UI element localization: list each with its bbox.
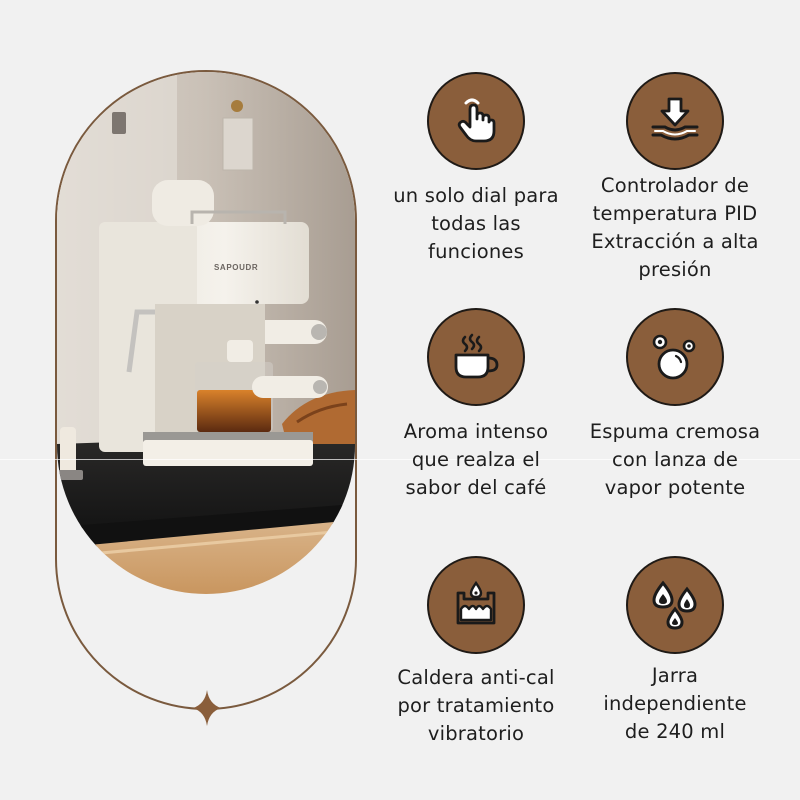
feature-icon-badge [427,308,525,406]
pressure-down-arrow-icon [651,97,699,141]
four-point-star-icon [193,690,221,726]
boiler-drop-icon [456,580,496,625]
feature-intense-aroma: Aroma intenso que realza el sabor del ca… [376,308,576,502]
feature-icon-badge [626,308,724,406]
feature-240ml-pitcher: Jarra independiente de 240 ml [575,556,775,746]
feature-icon-badge [427,556,525,654]
feature-single-dial: un solo dial para todas las funciones [376,72,576,266]
steaming-cup-icon [454,333,499,379]
feature-caption: Aroma intenso que realza el sabor del ca… [403,420,549,499]
feature-anti-scale-boiler: Caldera anti-cal por tratamiento vibrato… [376,556,576,748]
foam-bubbles-icon [652,334,696,380]
svg-text:SAPOUDR: SAPOUDR [214,263,258,272]
image-seam-divider [0,459,800,460]
feature-caption: Espuma cremosa con lanza de vapor potent… [589,420,761,499]
product-photo: SAPOUDR [57,72,355,594]
espresso-machine-illustration: SAPOUDR [57,72,355,594]
feature-caption: un solo dial para todas las funciones [393,184,559,263]
feature-icon-badge [626,556,724,654]
feature-caption: Caldera anti-cal por tratamiento vibrato… [397,666,555,745]
feature-creamy-foam: Espuma cremosa con lanza de vapor potent… [575,308,775,502]
feature-caption: Jarra independiente de 240 ml [603,664,747,743]
water-drops-icon [652,580,697,630]
feature-pid-pressure: Controlador de temperatura PID Extracció… [575,72,775,284]
feature-caption: Controlador de temperatura PID Extracció… [591,174,759,281]
feature-icon-badge [427,72,525,170]
feature-icon-badge [626,72,724,170]
tap-finger-icon [457,98,496,143]
